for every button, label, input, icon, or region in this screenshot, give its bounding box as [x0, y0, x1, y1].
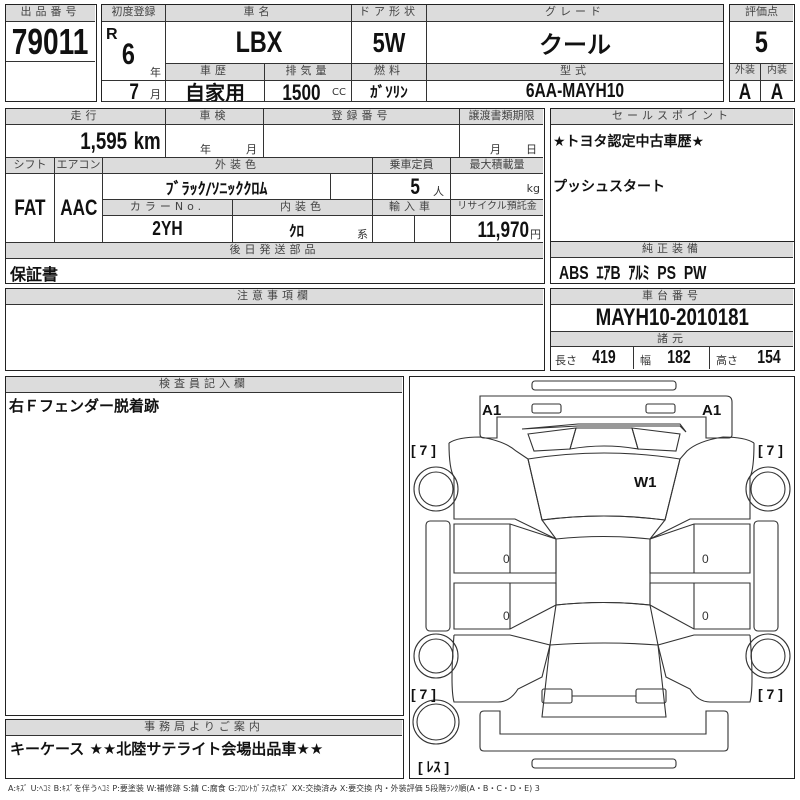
chassis-box: 車台番号 MAYH10-2010181 諸元 長さ 419 幅 182 高さ 1…: [550, 288, 795, 371]
score-box: 評価点 5 外装 内装 A A: [729, 4, 795, 102]
capacity-label: 乗車定員: [373, 158, 451, 174]
office-box: 事務局よりご案内 キーケース ★★北陸サテライト会場出品車★★: [5, 719, 404, 779]
first-registration-year: 6: [121, 38, 135, 71]
score-label: 評価点: [730, 5, 793, 22]
sales-point-1: ★トヨタ認定中古車歴★: [553, 134, 705, 150]
height-cell: 高さ 154: [716, 347, 781, 367]
length-cell: 長さ 419: [551, 347, 634, 369]
later-parts-label: 後日発送部品: [6, 243, 543, 259]
model-code-label: 型式: [427, 64, 723, 81]
aircon-label: エアコン: [55, 158, 103, 174]
vehicle-info-box: 初度登録 R 6 年 7 月 車名 LBX 車歴 自家用 排気量 1500 CC…: [101, 4, 724, 102]
first-registration-label: 初度登録: [102, 5, 166, 22]
spare-tire-label: [ ﾚｽ ]: [418, 759, 449, 775]
first-registration-year-cell: R 6 年: [102, 22, 166, 81]
history-value: 自家用: [166, 81, 265, 102]
transfer-deadline-value: 月 日: [460, 125, 543, 158]
recycle-label: リサイクル預託金: [451, 200, 543, 216]
score-value: 5: [730, 22, 793, 64]
sales-point-2: プッシュスタート: [553, 179, 665, 195]
chassis-no-label: 車台番号: [551, 289, 793, 305]
inspection-value: 年 月: [166, 125, 264, 158]
exterior-color-value: ﾌﾞﾗｯｸ/ｿﾆｯｸｸﾛﾑ: [103, 174, 331, 200]
genuine-equipment-box: 純正装備 ABS ｴｱB ｱﾙﾐ PS PW: [550, 241, 795, 284]
fuel-label: 燃料: [352, 64, 427, 81]
color-no-label: カラーNo.: [103, 200, 233, 216]
model-code-value: 6AA-MAYH10: [525, 81, 625, 102]
lot-number-box: 出品番号 79011: [5, 4, 97, 102]
inspection-label: 車検: [166, 109, 264, 125]
door-mark-rr: 0: [702, 609, 709, 623]
transfer-deadline-label: 譲渡書類期限: [460, 109, 543, 125]
exterior-score-value: A: [730, 81, 761, 102]
lot-number-label: 出品番号: [6, 5, 95, 22]
lot-number-value: 79011: [6, 22, 95, 62]
dimensions-label: 諸元: [551, 332, 793, 347]
chassis-no-value: MAYH10-2010181: [551, 305, 793, 332]
interior-score-value: A: [770, 81, 784, 102]
mark-front-left: A1: [482, 402, 501, 419]
exterior-score-label: 外装: [730, 64, 761, 81]
tire-tread-fr: [ 7 ]: [758, 442, 783, 458]
car-name-value: LBX: [166, 22, 352, 64]
interior-color-label: 内装色: [233, 200, 373, 216]
mileage-label: 走行: [6, 109, 166, 125]
displacement-label: 排気量: [265, 64, 352, 81]
exterior-color-label: 外装色: [103, 158, 373, 174]
displacement-value: 1500 CC: [265, 81, 352, 102]
imported-value: [373, 216, 415, 243]
notes-box: 注意事項欄: [5, 288, 545, 371]
first-registration-month-cell: 7 月: [102, 81, 166, 102]
damage-diagram: 0 0 0 0 A1 A1 W1 [ 7 ] [ 7 ] [ 7 ] [ 7 ]…: [409, 376, 795, 779]
mark-windshield: W1: [634, 474, 657, 491]
office-value: キーケース ★★北陸サテライト会場出品車★★: [10, 740, 324, 758]
office-label: 事務局よりご案内: [6, 720, 402, 736]
sales-points-label: セールスポイント: [551, 109, 793, 125]
door-mark-fr: 0: [702, 552, 709, 566]
shift-label: シフト: [6, 158, 55, 174]
interior-score-label: 内装: [761, 64, 793, 81]
width-cell: 幅 182: [634, 347, 710, 369]
recycle-value: 11,970 円: [451, 216, 543, 243]
sales-points-box: セールスポイント ★トヨタ認定中古車歴★ プッシュスタート: [550, 108, 795, 243]
vehicle-details-box: 走行 車検 登録番号 譲渡書類期限 1,595 km 年 月 月 日 シフト エ…: [5, 108, 545, 284]
max-load-label: 最大積載量: [451, 158, 543, 174]
door-label: ドア形状: [352, 5, 427, 22]
inspector-box: 検査員記入欄 右Ｆフェンダー脱着跡: [5, 376, 404, 716]
damage-legend: A:ｷｽﾞ U:ﾍｺﾐ B:ｷｽﾞを伴うﾍｺﾐ P:要塗装 W:補修跡 S:錆 …: [8, 784, 540, 793]
grade-label: グレード: [427, 5, 723, 22]
interior-color-value: ｸﾛ 系: [233, 216, 373, 243]
aircon-value: AAC: [55, 174, 103, 243]
car-body-diagram-icon: 0 0 0 0 A1 A1 W1 [ 7 ] [ 7 ] [ 7 ] [ 7 ]…: [411, 380, 791, 775]
tire-tread-fl: [ 7 ]: [411, 442, 436, 458]
imported-label: 輸入車: [373, 200, 451, 216]
grade-value: クール: [427, 22, 723, 64]
exterior-color-extra: [331, 174, 373, 200]
registration-no-value: [264, 125, 460, 158]
genuine-equipment-value: ABS ｴｱB ｱﾙﾐ PS PW: [559, 263, 707, 283]
tire-tread-rl: [ 7 ]: [411, 686, 436, 702]
door-mark-rl: 0: [503, 609, 510, 623]
shift-value: FAT: [6, 174, 55, 243]
notes-label: 注意事項欄: [6, 289, 543, 305]
door-value: 5W: [352, 22, 427, 64]
inspector-label: 検査員記入欄: [6, 377, 402, 393]
car-name-label: 車名: [166, 5, 352, 22]
genuine-equipment-label: 純正装備: [551, 242, 793, 258]
imported-extra: [415, 216, 451, 243]
capacity-value: 5 人: [373, 174, 451, 200]
color-no-value: 2YH: [103, 216, 233, 243]
max-load-value: kg: [451, 174, 543, 200]
mark-front-right: A1: [702, 402, 721, 419]
history-label: 車歴: [166, 64, 265, 81]
fuel-value: ｶﾞｿﾘﾝ: [352, 81, 427, 102]
inspector-value: 右Ｆフェンダー脱着跡: [9, 397, 160, 415]
later-parts-value: 保証書: [10, 265, 59, 282]
first-registration-month: 7: [129, 81, 139, 102]
era: R: [106, 26, 118, 43]
registration-no-label: 登録番号: [264, 109, 460, 125]
tire-tread-rr: [ 7 ]: [758, 686, 783, 702]
mileage-value: 1,595 km: [6, 125, 166, 158]
door-mark-fl: 0: [503, 552, 510, 566]
